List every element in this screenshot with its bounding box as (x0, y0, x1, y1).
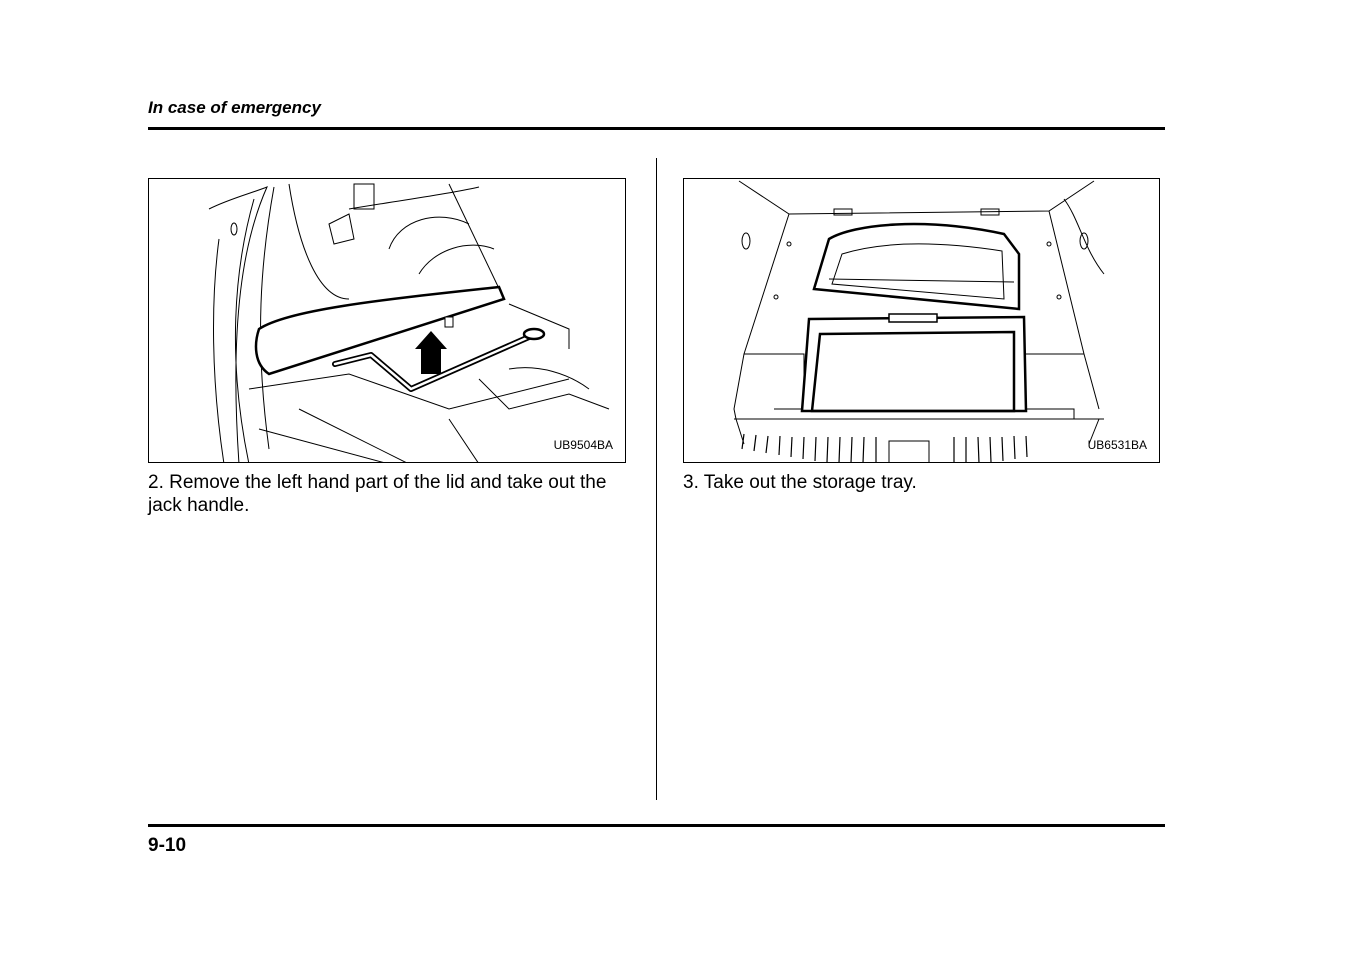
trunk-lid-illustration (208, 183, 610, 462)
storage-tray-illustration (733, 180, 1105, 462)
page-number: 9-10 (148, 835, 187, 856)
step-caption: 3. Take out the storage tray. (683, 472, 917, 493)
column-divider (656, 158, 657, 800)
figure-storage-tray: UB6531BA (683, 178, 1160, 463)
header-rule (148, 127, 1165, 130)
step-caption: 2. Remove the left hand part of the lid … (148, 472, 607, 516)
section-title: In case of emergency (148, 98, 321, 117)
figure-jack-handle: UB9504BA (148, 178, 626, 463)
figure-code: UB6531BA (1087, 438, 1147, 452)
footer-rule (148, 824, 1165, 827)
figure-code: UB9504BA (553, 438, 613, 452)
